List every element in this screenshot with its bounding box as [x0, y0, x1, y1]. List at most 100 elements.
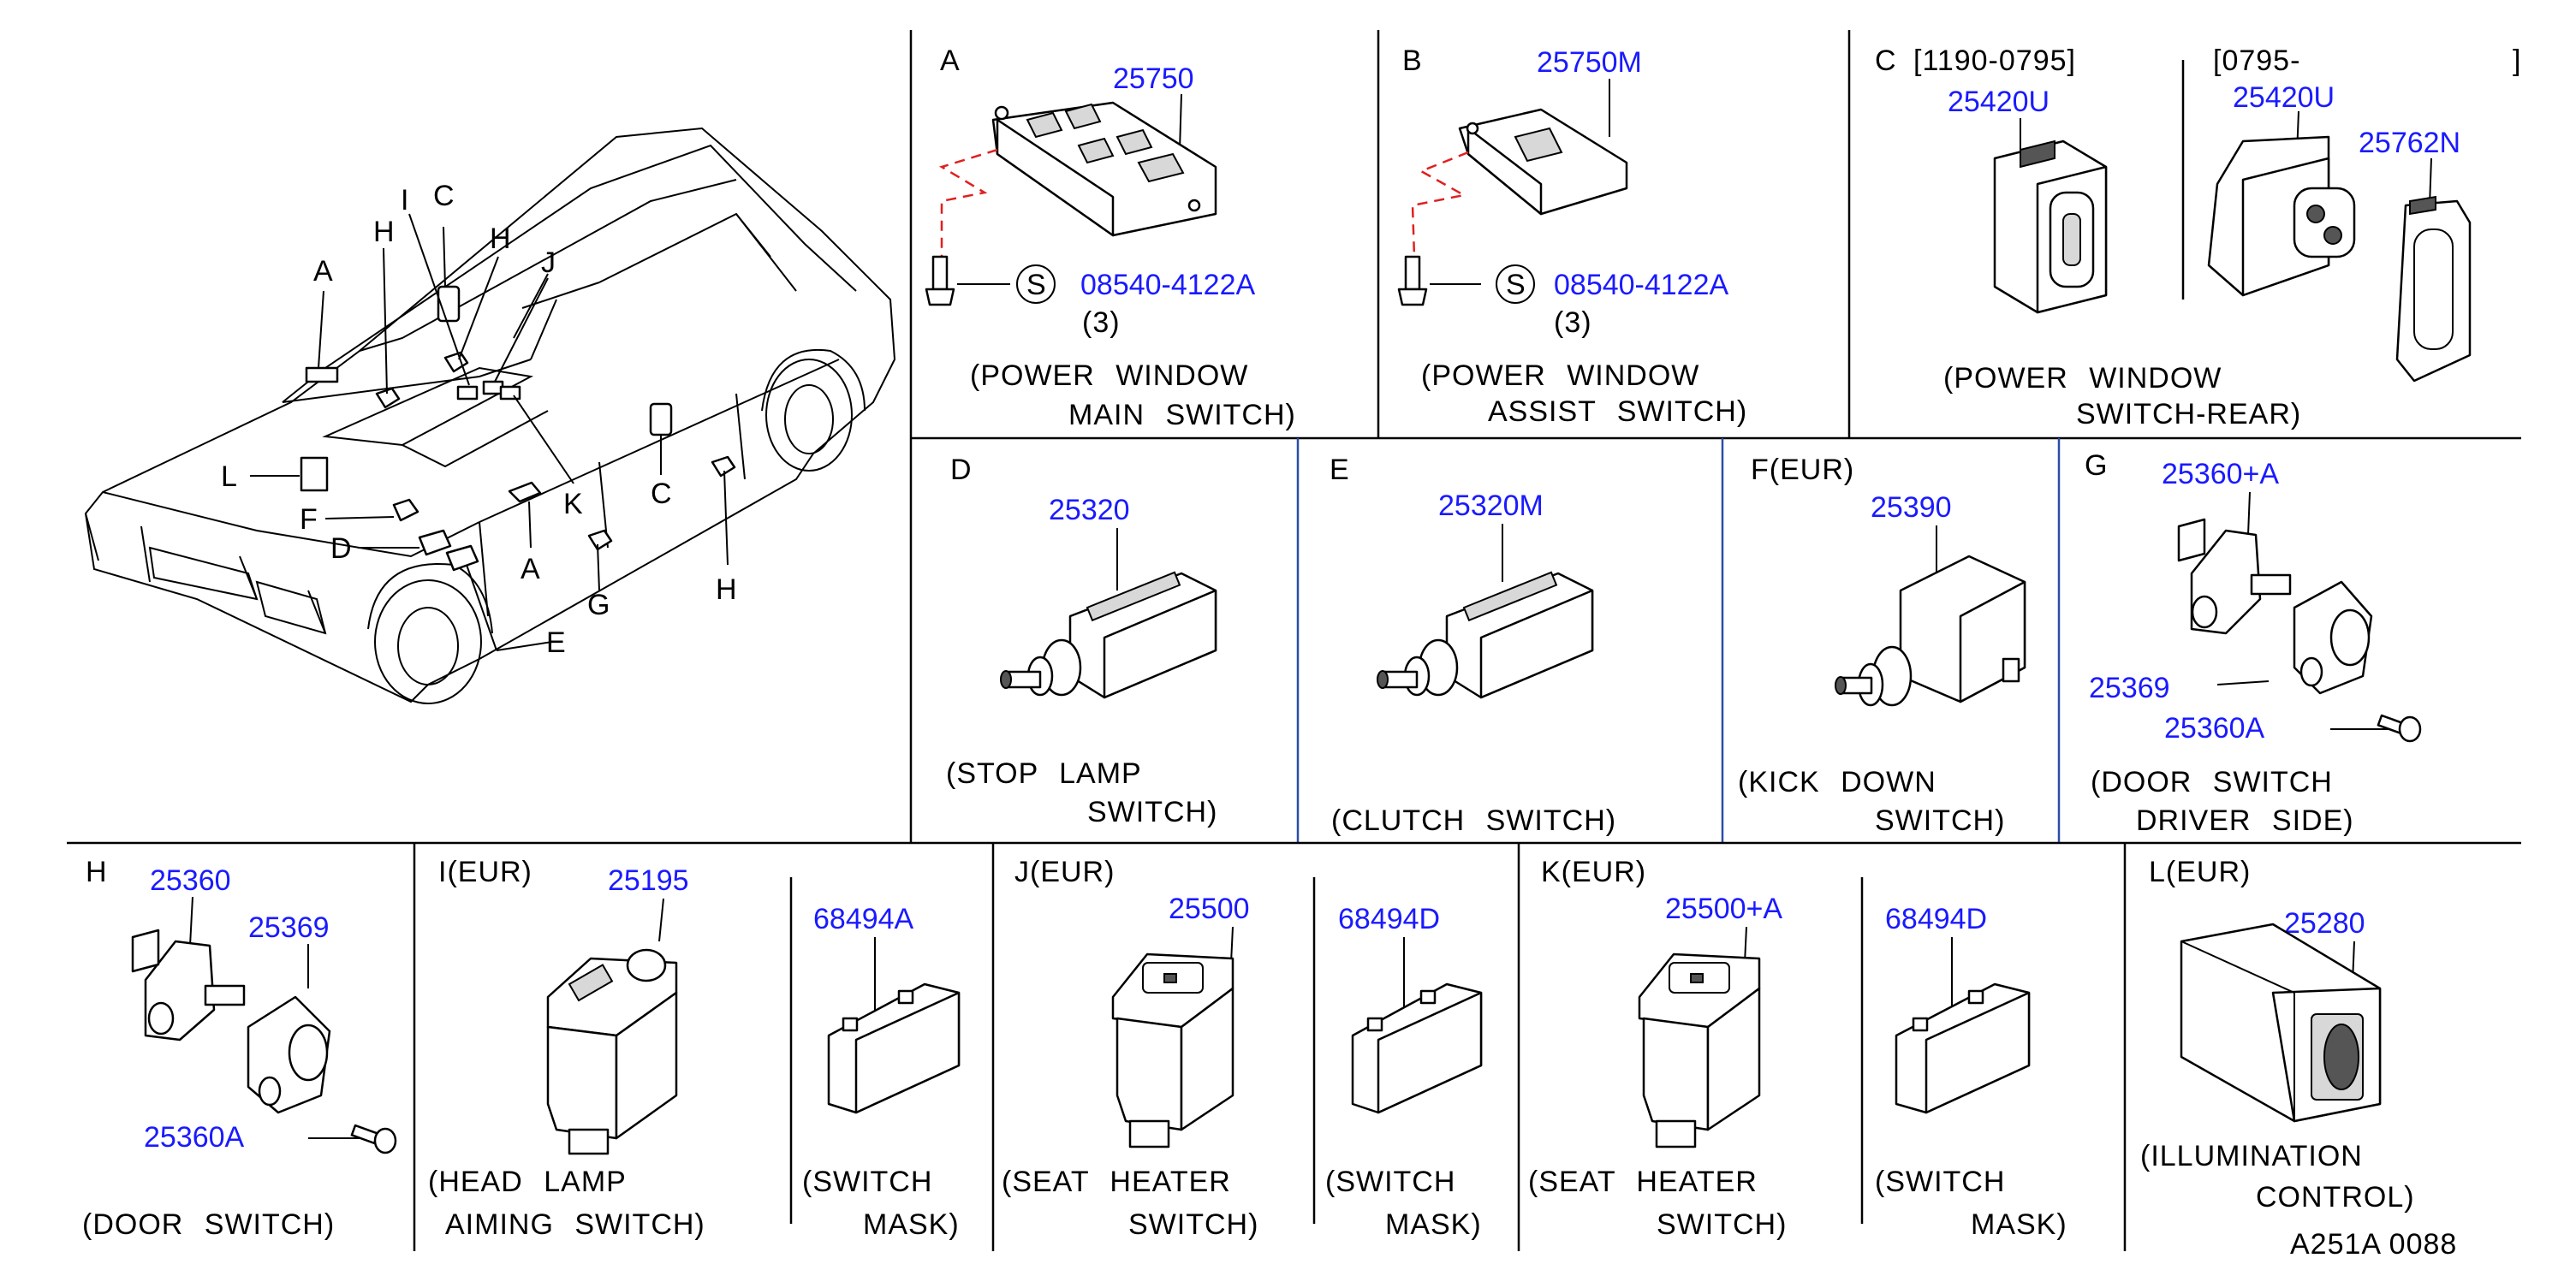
- caption-line1: (POWER WINDOW: [1421, 359, 1699, 392]
- illumination-control-icon: [2180, 923, 2382, 1123]
- panel-letter: B: [1402, 45, 1423, 77]
- screw-part-number: 08540-4122A: [1554, 269, 1729, 301]
- part-number-2: 68494D: [1885, 903, 1987, 935]
- part-number-2: 25369: [2089, 672, 2170, 704]
- part-number-1: 25420U: [1948, 86, 2049, 118]
- panel-B: B 25750M S 08540-4122A (3) (POWER WINDOW…: [1397, 45, 1747, 428]
- panel-dividers: [67, 30, 2521, 1251]
- panel-G: G 25360+A 25369 25360A (DOOR SWITCH DRIV…: [2085, 449, 2422, 837]
- part-number-1: 25500+A: [1665, 893, 1782, 925]
- car-part-I-icon: [456, 385, 479, 401]
- stop-lamp-switch-icon: [1000, 571, 1217, 699]
- part-number-2: 25369: [248, 911, 330, 944]
- caption-line2: MAIN SWITCH): [1068, 399, 1296, 431]
- panel-letter: L(EUR): [2149, 856, 2251, 888]
- car-callout-H2: H: [490, 223, 512, 255]
- caption-line4: MASK): [1385, 1208, 1482, 1241]
- part-number: 25390: [1871, 491, 1952, 524]
- part-number-3: 25762N: [2359, 127, 2460, 159]
- switch-mask-icon: [1351, 982, 1483, 1114]
- car-callout-B: A: [313, 255, 334, 288]
- part-number-2: 68494D: [1338, 903, 1440, 935]
- screw-icon: [2377, 714, 2422, 743]
- kick-down-switch-icon: [1835, 555, 2026, 707]
- switch-mask-icon: [1895, 982, 2031, 1114]
- caption-line3: (SWITCH: [1325, 1166, 1455, 1198]
- car-part-A-icon: [508, 481, 542, 503]
- caption-line1: (SEAT HEATER: [1528, 1166, 1758, 1198]
- caption-line1: (STOP LAMP: [946, 757, 1142, 790]
- car-overview: A C H I H J L F D K A E G C H: [84, 127, 896, 704]
- caption-line2: ASSIST SWITCH): [1488, 395, 1747, 428]
- car-part-C2-icon: [649, 402, 673, 436]
- panel-D: D 25320 (STOP LAMP SWITCH): [946, 454, 1217, 828]
- caption-line1: (KICK DOWN: [1738, 766, 1936, 798]
- headlamp-aiming-switch-icon: [546, 948, 678, 1155]
- car-part-B-icon: [305, 366, 339, 383]
- caption-line1: (DOOR SWITCH: [2091, 766, 2333, 798]
- screw-icon: [350, 1124, 397, 1154]
- car-callout-J: J: [541, 246, 556, 279]
- panel-L: L(EUR) 25280 (ILLUMINATION CONTROL): [2140, 856, 2414, 1214]
- car-part-F-icon: [392, 498, 419, 522]
- caption-line1: (ILLUMINATION: [2140, 1140, 2363, 1172]
- car-callout-A: A: [521, 553, 541, 585]
- car-part-H3-icon: [711, 455, 736, 478]
- rubber-cap-icon: [247, 995, 331, 1114]
- panel-A: A 25750 S 08540-4122A (3) (POWER WINDOW …: [925, 45, 1296, 431]
- rubber-cap-icon: [2293, 580, 2373, 695]
- panel-letter: D: [950, 454, 973, 486]
- screw-icon: [1397, 255, 1428, 306]
- caption-line1: (CLUTCH SWITCH): [1331, 804, 1616, 837]
- panel-I: I(EUR) 25195 68494A (HEAD LAMP AIMING SW…: [428, 856, 961, 1241]
- caption-line2: SWITCH): [1875, 804, 2005, 837]
- date-range-2: [0795-: [2213, 45, 2300, 77]
- panel-letter: J(EUR): [1014, 856, 1115, 888]
- power-window-assist-switch-icon: [1458, 108, 1628, 216]
- part-number: 25320: [1049, 494, 1130, 526]
- clutch-switch-icon: [1377, 571, 1594, 699]
- date-range-2-end: ]: [2513, 45, 2521, 77]
- car-part-G-icon: [587, 529, 613, 551]
- car-part-E-icon: [445, 544, 479, 572]
- caption-line2: SWITCH): [1128, 1208, 1258, 1241]
- part-number-1: 25500: [1169, 893, 1250, 925]
- car-callout-H3: H: [716, 573, 738, 606]
- caption-line1: (POWER WINDOW: [1943, 362, 2222, 395]
- part-number: 25280: [2284, 907, 2365, 940]
- panel-letter: I(EUR): [438, 856, 532, 888]
- seat-heater-switch-icon: [1111, 952, 1234, 1148]
- caption-line2: SWITCH-REAR): [2076, 398, 2301, 430]
- car-part-L-icon: [300, 456, 329, 492]
- caption-line1: (SEAT HEATER: [1002, 1166, 1231, 1198]
- car-part-K-icon: [499, 385, 521, 401]
- caption-line3: (SWITCH: [802, 1166, 932, 1198]
- caption-line2: SWITCH): [1087, 796, 1217, 828]
- car-callout-D: D: [330, 532, 353, 565]
- part-number-1: 25360: [150, 864, 231, 897]
- panel-letter: A: [940, 45, 961, 77]
- panel-letter: F(EUR): [1751, 454, 1854, 486]
- screw-marker-circle: [1016, 264, 1056, 304]
- date-range-1: [1190-0795]: [1913, 45, 2076, 77]
- caption-line3: (SWITCH: [1875, 1166, 2005, 1198]
- door-switch-icon: [2177, 518, 2292, 635]
- door-switch-icon: [131, 929, 246, 1042]
- car-callout-L: L: [221, 460, 238, 493]
- quantity: (3): [1554, 306, 1592, 339]
- panel-K: K(EUR) 25500+A 68494D (SEAT HEATER SWITC…: [1528, 856, 2067, 1241]
- caption-line1: (POWER WINDOW: [970, 359, 1248, 392]
- part-number-3: 25360A: [2164, 712, 2265, 745]
- panel-letter: C: [1875, 45, 1897, 77]
- seat-heater-switch-icon: [1638, 952, 1761, 1148]
- car-callout-G: G: [587, 589, 610, 621]
- rear-window-switch-icon: [1993, 139, 2108, 314]
- panel-C: C [1190-0795] [0795- ] 25420U 25420U 257…: [1875, 45, 2521, 430]
- quantity: (3): [1082, 306, 1121, 339]
- part-number-1: 25360+A: [2162, 458, 2279, 490]
- screw-icon: [925, 255, 955, 306]
- panel-letter: H: [86, 856, 108, 888]
- part-number-2: 25420U: [2233, 81, 2335, 114]
- car-part-J-icon: [482, 380, 504, 395]
